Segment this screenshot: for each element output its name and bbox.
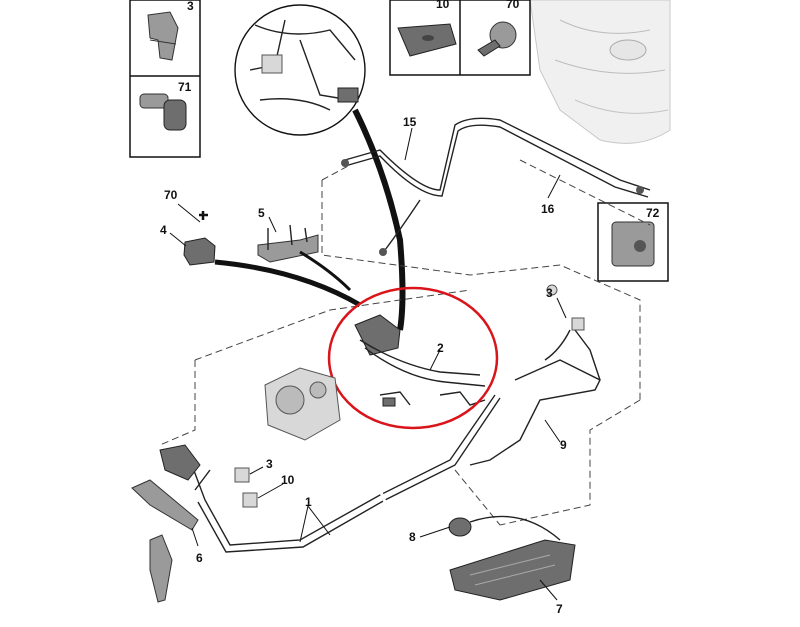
highlight-circle (327, 286, 499, 430)
fuel-rail-assembly (354, 314, 486, 407)
leader-lines (169, 127, 567, 601)
callout-1: 1 (305, 495, 312, 509)
callout-10-top: 10 (436, 0, 450, 11)
callout-10-left: 10 (281, 473, 295, 487)
callout-70-left: 70 (164, 188, 178, 202)
callout-6: 6 (196, 551, 203, 565)
screw-icon (477, 21, 517, 57)
inset-box-10-70 (389, 0, 531, 76)
inset-box-3-71 (129, 0, 201, 158)
part-3-square (234, 467, 250, 483)
callout-2: 2 (437, 341, 444, 355)
part-10-square (242, 492, 258, 508)
part-5 (257, 224, 319, 263)
callout-9: 9 (560, 438, 567, 452)
callout-16: 16 (541, 202, 555, 216)
callout-3-top: 3 (187, 0, 194, 13)
pipe-9 (469, 284, 601, 466)
injector (149, 534, 173, 603)
callout-71: 71 (178, 80, 192, 94)
callout-70-top: 70 (506, 0, 520, 11)
callout-7: 7 (556, 602, 563, 616)
mount-pad-icon (397, 23, 457, 57)
callout-4: 4 (160, 223, 167, 237)
callout-15: 15 (403, 115, 417, 129)
bolt-part-icon (139, 93, 187, 131)
dashed-outline (159, 159, 651, 526)
callout-5: 5 (258, 206, 265, 220)
part-8 (448, 515, 561, 541)
fuel-tank (529, 0, 671, 144)
callout-8: 8 (409, 530, 416, 544)
part-7-heat-shield (449, 539, 576, 601)
part-6-clamp (131, 444, 201, 531)
callout-3-left: 3 (266, 457, 273, 471)
callout-3-right: 3 (546, 286, 553, 300)
callout-72: 72 (646, 206, 660, 220)
pipe-15-16 (341, 117, 651, 256)
magnified-detail (234, 4, 366, 136)
clip-part-icon (147, 11, 179, 61)
high-pressure-pump (264, 367, 341, 441)
part-4 (183, 211, 216, 266)
